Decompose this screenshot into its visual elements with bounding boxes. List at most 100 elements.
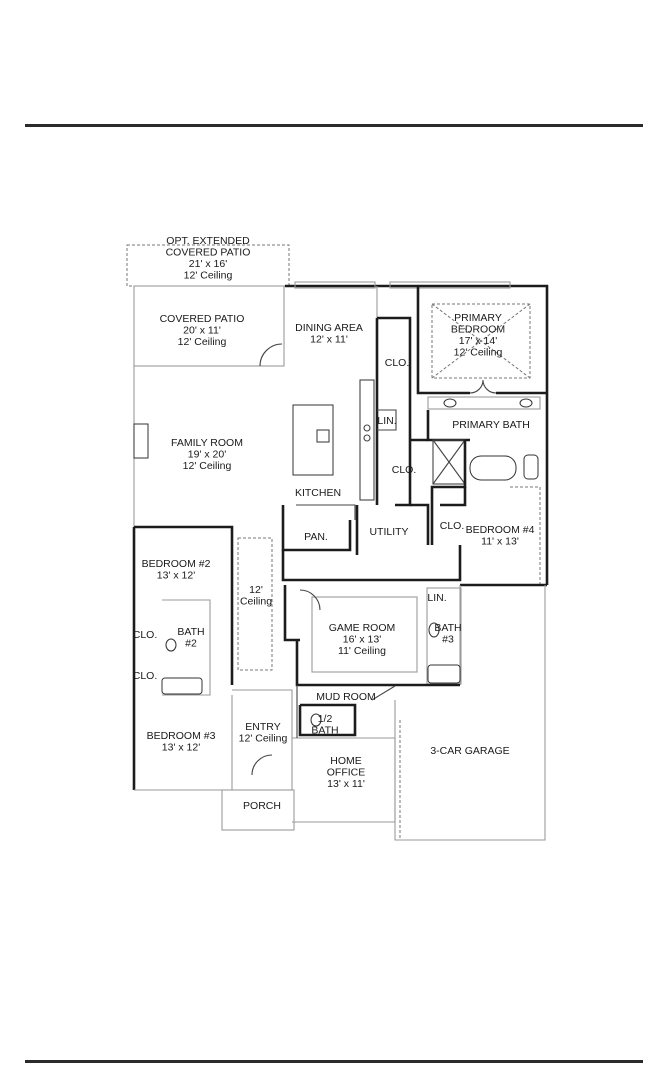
- room-label-clo-b: CLO.: [392, 464, 417, 476]
- room-label-line: BATH: [177, 626, 204, 638]
- burner-2: [363, 434, 371, 442]
- room-label-line: FAMILY ROOM: [171, 437, 243, 449]
- island-sink: [316, 429, 330, 443]
- shower-x2: [432, 439, 466, 485]
- patio-door-swing: [259, 343, 283, 367]
- room-label-line: ENTRY: [245, 721, 280, 733]
- porch-outline: [221, 789, 295, 831]
- room-label-line: 1/2: [318, 713, 333, 725]
- room-label-line: 21' x 16': [189, 258, 227, 270]
- pantry-counter: [296, 504, 356, 520]
- room-label-line: 12' Ceiling: [183, 460, 232, 472]
- bed4-closet-dash: [510, 486, 541, 585]
- primary-window: [389, 281, 511, 289]
- bath-bed4-wall: [430, 440, 467, 545]
- game-door-swing: [299, 589, 321, 611]
- room-label-line: CLO.: [133, 629, 158, 641]
- entry-door-swing: [251, 754, 273, 776]
- room-label-garage: 3-CAR GARAGE: [430, 745, 509, 757]
- room-label-kitchen: KITCHEN: [295, 487, 341, 499]
- top-rule: [25, 124, 643, 127]
- office-walls: [292, 737, 396, 823]
- room-label-bath3: BATH#3: [434, 622, 461, 646]
- bath3-sink: [428, 622, 440, 638]
- room-label-line: PRIMARY BATH: [452, 419, 530, 431]
- room-label-lin-a: LIN.: [377, 415, 396, 427]
- bath2-tub: [161, 677, 203, 695]
- room-label-line: PAN.: [304, 531, 328, 543]
- room-label-mud: MUD ROOM: [316, 691, 376, 703]
- sink-1: [443, 398, 457, 408]
- clo-b-walls: [410, 503, 430, 545]
- tray-diag-2: [431, 303, 531, 379]
- primary-vanity: [427, 396, 541, 410]
- room-label-line: #2: [185, 638, 197, 650]
- dining-window: [294, 281, 376, 289]
- linen-a-walls: [377, 409, 397, 431]
- room-label-line: OFFICE: [327, 767, 366, 779]
- room-label-line: BEDROOM #3: [147, 730, 216, 742]
- room-label-line: LIN.: [377, 415, 396, 427]
- room-label-line: 12' x 11': [310, 334, 348, 346]
- room-label-line: 16' x 13': [343, 634, 381, 646]
- room-label-line: #3: [442, 634, 454, 646]
- room-label-line: LIN.: [427, 592, 446, 604]
- room-label-line: CLO.: [385, 357, 410, 369]
- room-label-line: 13' x 11': [327, 778, 365, 790]
- primary-bed-west-wall: [416, 286, 470, 395]
- kitchen-counter: [359, 379, 375, 501]
- burner-1: [363, 424, 371, 432]
- mud-door: [371, 685, 396, 701]
- game-room-tray: [311, 596, 418, 673]
- room-label-line: 13' x 12': [162, 742, 200, 754]
- pantry-walls: [281, 505, 352, 552]
- half-bath-walls: [298, 703, 357, 737]
- room-label-clo-a: CLO.: [385, 357, 410, 369]
- hallway-ceiling: [237, 537, 273, 671]
- ext-patio-outline: [126, 244, 290, 287]
- clo-c-walls: [440, 487, 467, 507]
- bath2-toilet: [165, 638, 177, 652]
- utility-south-wall: [281, 545, 462, 582]
- room-label-line: BEDROOM #4: [466, 524, 535, 536]
- room-label-line: PORCH: [243, 800, 281, 812]
- primary-toilet: [523, 454, 539, 480]
- room-label-line: BEDROOM: [451, 324, 505, 336]
- room-label-line: COVERED PATIO: [166, 247, 251, 259]
- room-label-hall-ceiling: 12'Ceiling: [240, 584, 272, 608]
- room-label-line: 11' x 13': [481, 536, 519, 548]
- room-label-clo-d: CLO.: [133, 629, 158, 641]
- closet-a-walls: [377, 316, 412, 507]
- room-label-line: Ceiling: [240, 596, 272, 608]
- bathtub: [469, 455, 517, 481]
- room-label-line: 12' Ceiling: [178, 336, 227, 348]
- room-label-line: BATH: [434, 622, 461, 634]
- bath2-box: [162, 599, 211, 696]
- room-label-bath2: BATH#2: [177, 626, 204, 650]
- room-label-line: MUD ROOM: [316, 691, 376, 703]
- room-label-line: CLO.: [392, 464, 417, 476]
- room-label-line: DINING AREA: [295, 322, 363, 334]
- room-label-line: PRIMARY: [454, 312, 502, 324]
- room-label-line: CLO.: [440, 520, 465, 532]
- bath3-tub: [427, 664, 461, 684]
- primary-suite-walls: [377, 284, 549, 585]
- sink-2: [519, 398, 533, 408]
- fireplace: [133, 423, 149, 459]
- bed2-walls: [134, 525, 234, 685]
- room-label-lin-b: LIN.: [427, 592, 446, 604]
- room-label-line: 12': [249, 584, 263, 596]
- room-label-line: 3-CAR GARAGE: [430, 745, 509, 757]
- room-label-line: HOME: [330, 755, 362, 767]
- room-label-clo-c: CLO.: [440, 520, 465, 532]
